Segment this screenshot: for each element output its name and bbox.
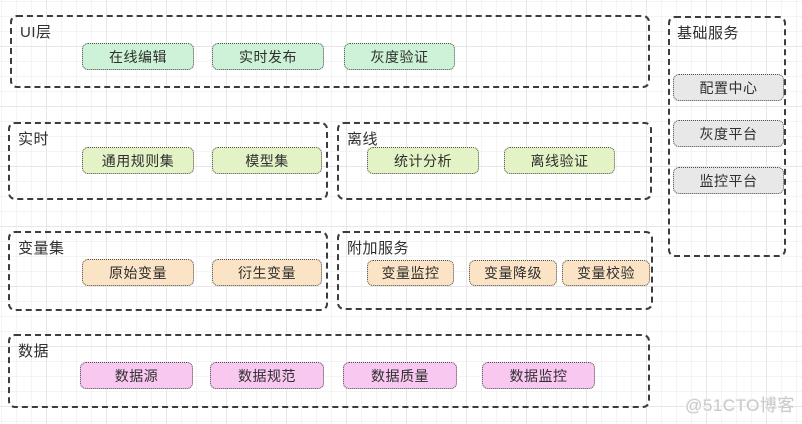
node-data-monitor: 数据监控 xyxy=(482,362,595,389)
node-data-spec: 数据规范 xyxy=(210,362,324,389)
group-data: 数据 数据源 数据规范 数据质量 数据监控 xyxy=(8,334,650,408)
group-data-label: 数据 xyxy=(18,343,50,360)
group-addon-services: 附加服务 变量监控 变量降级 变量校验 xyxy=(337,231,653,310)
node-realtime-publish: 实时发布 xyxy=(212,43,324,70)
node-offline-verify: 离线验证 xyxy=(504,147,615,174)
group-addon-services-label: 附加服务 xyxy=(347,240,410,257)
node-config-center: 配置中心 xyxy=(673,74,784,101)
group-ui-layer-label: UI层 xyxy=(20,24,52,41)
node-variable-check: 变量校验 xyxy=(562,260,650,286)
group-variables: 变量集 原始变量 衍生变量 xyxy=(8,231,328,311)
node-variable-downgrade: 变量降级 xyxy=(469,260,557,286)
group-base-services-label: 基础服务 xyxy=(677,25,740,42)
group-realtime: 实时 通用规则集 模型集 xyxy=(8,122,328,200)
node-data-quality: 数据质量 xyxy=(343,362,457,389)
node-online-edit: 在线编辑 xyxy=(82,43,194,70)
node-raw-variables: 原始变量 xyxy=(82,259,194,286)
node-statistics-analysis: 统计分析 xyxy=(367,147,479,174)
group-offline: 离线 统计分析 离线验证 xyxy=(337,122,652,200)
group-realtime-label: 实时 xyxy=(18,131,50,148)
node-variable-monitor: 变量监控 xyxy=(367,260,454,286)
node-model-set: 模型集 xyxy=(212,147,322,174)
node-gray-verify: 灰度验证 xyxy=(344,43,455,70)
node-monitor-platform: 监控平台 xyxy=(673,167,784,194)
group-base-services: 基础服务 配置中心 灰度平台 监控平台 xyxy=(668,16,786,257)
node-general-ruleset: 通用规则集 xyxy=(82,147,194,174)
node-derived-variables: 衍生变量 xyxy=(212,259,322,286)
node-data-source: 数据源 xyxy=(80,362,193,389)
watermark-51cto: @51CTO博客 xyxy=(685,396,795,415)
group-ui-layer: UI层 在线编辑 实时发布 灰度验证 xyxy=(10,15,650,88)
group-offline-label: 离线 xyxy=(347,131,379,148)
group-variables-label: 变量集 xyxy=(18,240,65,257)
node-gray-platform: 灰度平台 xyxy=(673,120,784,147)
